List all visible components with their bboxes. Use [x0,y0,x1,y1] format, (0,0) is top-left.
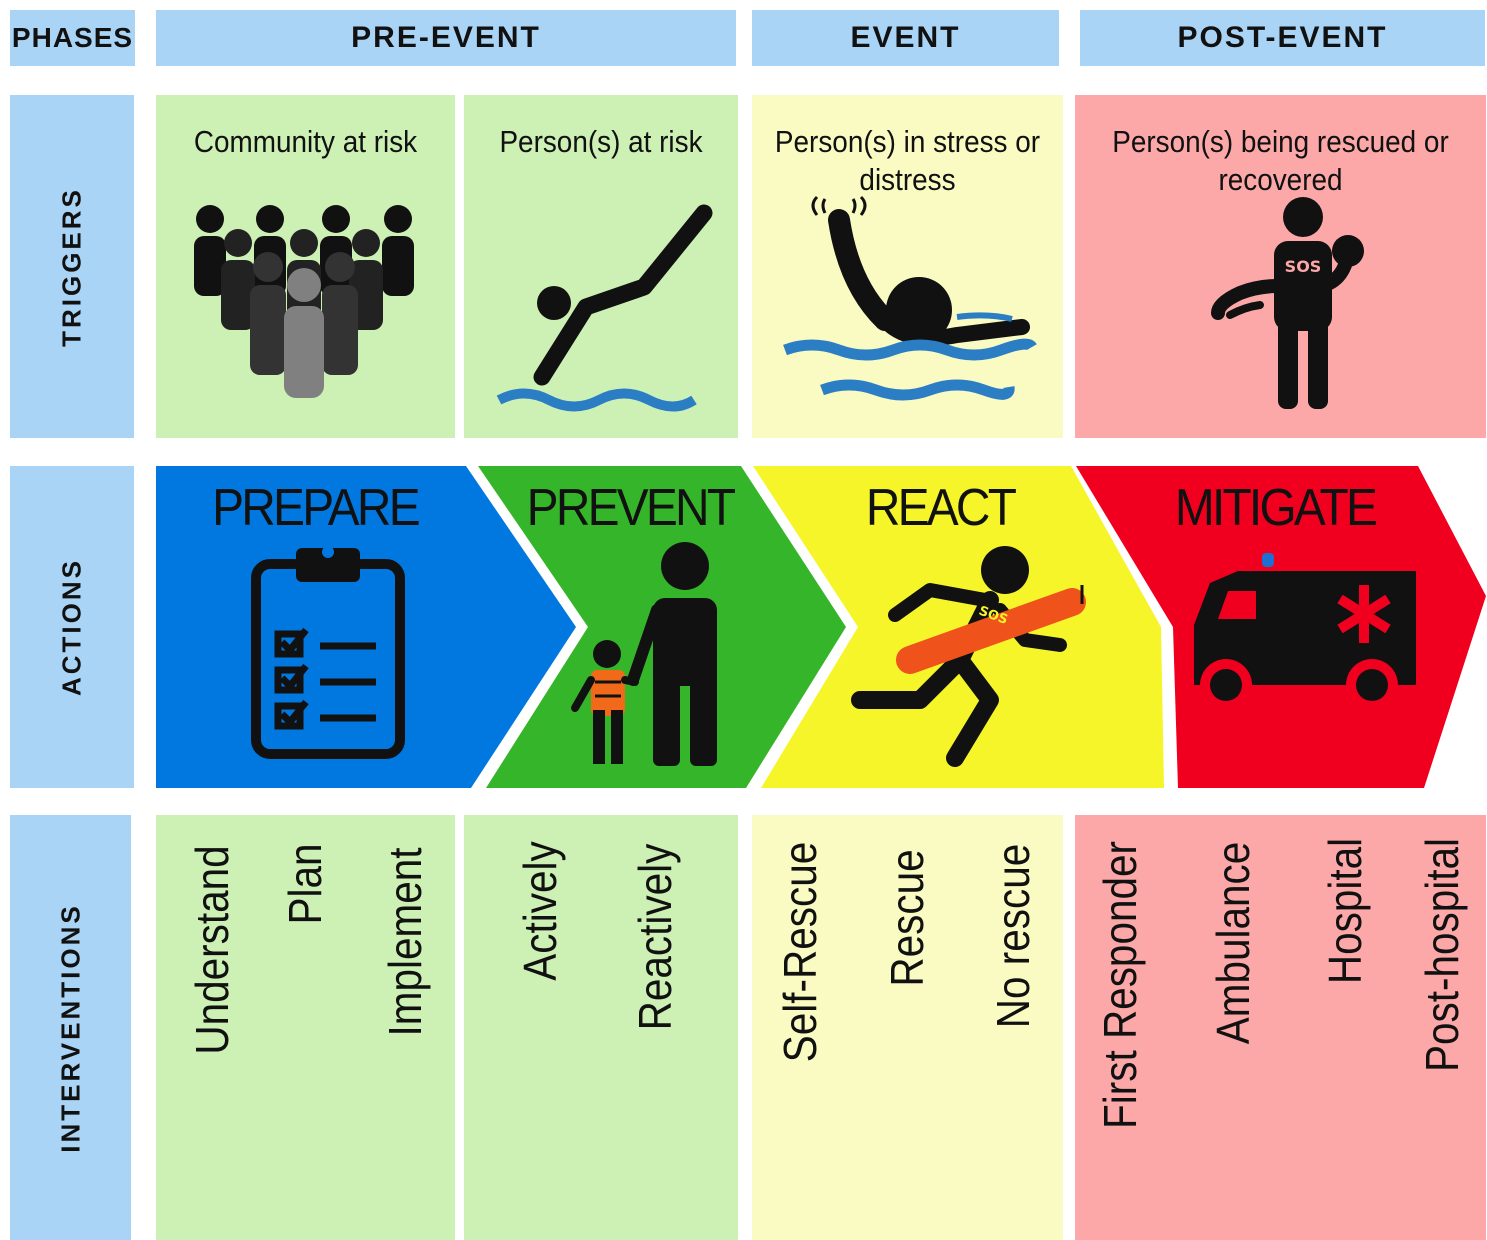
diver-icon [496,204,713,412]
trigger-rescued-text: Person(s) being rescued or recovered [1096,123,1466,199]
drowning-person-icon [783,195,1037,401]
interventions-react [752,815,1063,1240]
running-lifeguard-icon: SOS [851,546,1086,767]
sos-label-rescuer: SOS [1285,257,1322,276]
triggers-label: TRIGGERS [56,186,87,347]
actions-chevrons [156,466,1486,788]
action-react-title: REACT [865,479,1017,537]
trigger-rescued: Person(s) being rescued or recovered SOS [1075,95,1486,438]
trigger-persons-at-risk-text: Person(s) at risk [499,124,703,159]
ambulance-icon [1194,553,1416,711]
action-prepare-title: PREPARE [212,479,421,537]
clipboard-checklist-icon [251,546,405,759]
trigger-stress: Person(s) in stress or distress [752,95,1063,438]
interventions-prevent [464,815,738,1240]
intervention-no-rescue: No rescue [987,843,1039,1029]
trigger-community-text: Community at risk [193,124,418,159]
interventions-mitigate [1075,815,1486,1240]
action-mitigate-title: MITIGATE [1174,479,1378,537]
interventions-prepare [156,815,455,1240]
crowd-icon [194,205,414,398]
trigger-rescued-line1: Person(s) being rescued or [1112,124,1449,159]
phase-pre-event: PRE-EVENT [156,10,736,66]
interventions-label: INTERVENTIONS [55,902,85,1153]
row-label-interventions: INTERVENTIONS [10,815,131,1240]
trigger-persons-at-risk: Person(s) at risk [464,95,738,438]
row-label-triggers: TRIGGERS [10,95,134,438]
intervention-understand: Understand [186,845,238,1055]
rescuer-carrying-person-icon: SOS [1211,197,1364,409]
intervention-ambulance: Ambulance [1207,841,1259,1045]
adult-and-child-icon [571,542,717,766]
intervention-self-rescue: Self-Rescue [774,841,826,1063]
trigger-stress-text: Person(s) in stress or distress [768,123,1048,199]
intervention-post-hospital: Post-hospital [1416,837,1468,1073]
intervention-actively: Actively [514,841,566,981]
trigger-stress-line1: Person(s) in stress or [774,124,1041,159]
intervention-implement: Implement [379,847,431,1037]
actions-label: ACTIONS [56,558,87,696]
trigger-rescued-line2: recovered [1218,162,1343,197]
row-label-actions: ACTIONS [10,466,134,788]
intervention-reactively: Reactively [629,843,681,1031]
intervention-rescue: Rescue [881,849,933,987]
action-prevent-title: PREVENT [526,479,736,537]
intervention-first-responder: First Responder [1094,841,1146,1129]
intervention-plan: Plan [279,843,331,925]
intervention-hospital: Hospital [1319,837,1371,985]
phase-post-event: POST-EVENT [1080,10,1485,66]
trigger-community: Community at risk [156,95,455,438]
phase-event: EVENT [752,10,1059,66]
trigger-stress-line2: distress [859,162,956,197]
phases-label: PHASES [10,10,135,66]
